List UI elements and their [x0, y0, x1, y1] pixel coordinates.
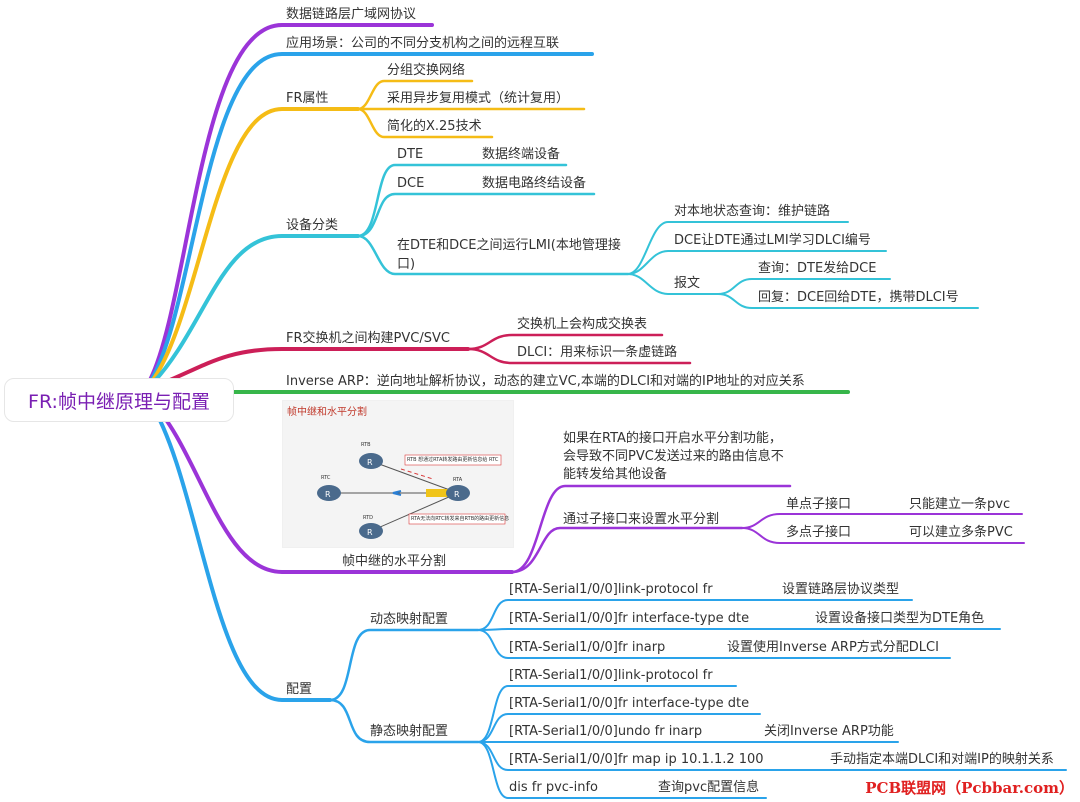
- st-cmd-3[interactable]: [RTA-Serial1/0/0]undo fr inarp: [509, 724, 703, 739]
- st-cmd-1[interactable]: [RTA-Serial1/0/0]link-protocol fr: [509, 668, 713, 683]
- st-cmd-5[interactable]: dis fr pvc-info: [509, 780, 598, 795]
- network-diagram: R R R R: [317, 453, 506, 539]
- router-rtd-icon: R: [359, 523, 383, 539]
- watermark: PCB联盟网（Pcbbar.com）: [865, 779, 1074, 797]
- branch-line-b2: [148, 52, 594, 384]
- topic-b1[interactable]: 数据链路层广域网协议: [286, 7, 417, 22]
- topic-fr-attr[interactable]: FR属性: [286, 91, 329, 106]
- dyn-desc-1[interactable]: 设置链路层协议类型: [782, 582, 900, 597]
- topic-lmi[interactable]: 在DTE和DCE之间运行LMI(本地管理接口): [397, 238, 621, 272]
- svg-text:R: R: [325, 490, 331, 499]
- topic-lmi-2[interactable]: DCE让DTE通过LMI学习DLCI编号: [674, 233, 871, 248]
- topic-device[interactable]: 设备分类: [286, 218, 339, 233]
- topic-mp-desc[interactable]: 可以建立多条PVC: [909, 525, 1013, 540]
- st-cmd-2[interactable]: [RTA-Serial1/0/0]fr interface-type dte: [509, 696, 750, 711]
- st-desc-3[interactable]: 关闭Inverse ARP功能: [764, 724, 894, 739]
- topic-p2p-desc[interactable]: 只能建立一条pvc: [909, 497, 1011, 512]
- topic-dte-desc[interactable]: 数据终端设备: [482, 147, 561, 162]
- topic-dce-desc[interactable]: 数据电路终结设备: [482, 176, 587, 191]
- root-topic[interactable]: FR:帧中继原理与配置: [4, 378, 234, 422]
- topic-split-note[interactable]: 如果在RTA的接口开启水平分割功能，会导致不同PVC发送过来的路由信息不能转发给…: [563, 431, 784, 482]
- branch-line-config: [148, 400, 332, 702]
- branch-line-split: [148, 398, 514, 574]
- topic-fr-attr-2[interactable]: 采用异步复用模式（统计复用）: [387, 91, 570, 106]
- st-cmd-4[interactable]: [RTA-Serial1/0/0]fr map ip 10.1.1.2 100: [509, 752, 764, 767]
- dyn-desc-3[interactable]: 设置使用Inverse ARP方式分配DLCI: [727, 640, 939, 655]
- figure-note-1: RTB 想通过RTA转发路由更新信息给 RTC: [407, 457, 499, 463]
- root-title: FR:帧中继原理与配置: [28, 390, 210, 413]
- topic-b2[interactable]: 应用场景：公司的不同分支机构之间的远程互联: [286, 36, 560, 51]
- topic-msg[interactable]: 报文: [674, 276, 701, 291]
- branch-line-b1: [148, 23, 434, 382]
- topic-config[interactable]: 配置: [286, 682, 313, 697]
- split-horizon-figure: 帧中继和水平分割 R R R R RTB RTC RTD RTA RTB 想通过…: [282, 400, 514, 548]
- label-rta: RTA: [453, 477, 463, 483]
- svg-text:R: R: [367, 528, 373, 537]
- label-rtd: RTD: [363, 515, 374, 521]
- st-desc-5[interactable]: 查询pvc配置信息: [658, 780, 760, 795]
- topic-pvc-1[interactable]: 交换机上会构成交换表: [517, 317, 648, 332]
- router-rta-icon: R: [446, 485, 470, 501]
- topic-fr-attr-1[interactable]: 分组交换网络: [387, 63, 466, 78]
- label-rtb: RTB: [361, 442, 371, 448]
- dyn-desc-2[interactable]: 设置设备接口类型为DTE角色: [815, 611, 985, 626]
- topic-pvc[interactable]: FR交换机之间构建PVC/SVC: [286, 331, 450, 346]
- topic-pvc-2[interactable]: DLCI：用来标识一条虚链路: [517, 345, 678, 360]
- topic-static[interactable]: 静态映射配置: [370, 724, 449, 739]
- topic-msg-2[interactable]: 回复：DCE回给DTE，携带DLCI号: [758, 290, 959, 305]
- topic-split[interactable]: 帧中继的水平分割: [342, 554, 447, 569]
- dyn-cmd-2[interactable]: [RTA-Serial1/0/0]fr interface-type dte: [509, 611, 750, 626]
- topic-fr-attr-3[interactable]: 简化的X.25技术: [387, 119, 482, 134]
- svg-text:R: R: [454, 490, 460, 499]
- topic-subif[interactable]: 通过子接口来设置水平分割: [563, 512, 720, 527]
- topic-lmi-1[interactable]: 对本地状态查询：维护链路: [674, 204, 831, 219]
- topic-mp[interactable]: 多点子接口: [786, 525, 852, 540]
- branch-line-fr-attr: [148, 107, 360, 386]
- svg-text:R: R: [367, 458, 373, 467]
- dyn-cmd-3[interactable]: [RTA-Serial1/0/0]fr inarp: [509, 640, 666, 655]
- router-rtb-icon: R: [359, 453, 383, 469]
- topic-dynamic[interactable]: 动态映射配置: [370, 612, 449, 627]
- st-desc-4[interactable]: 手动指定本端DLCI和对端IP的映射关系: [830, 752, 1054, 767]
- topic-inarp[interactable]: Inverse ARP：逆向地址解析协议，动态的建立VC,本端的DLCI和对端的…: [286, 374, 805, 389]
- figure-title: 帧中继和水平分割: [287, 407, 367, 418]
- figure-note-2: RTA无法向RTC转发来自RTB的路由更新信息: [411, 516, 510, 522]
- label-rtc: RTC: [321, 475, 331, 481]
- router-rtc-icon: R: [317, 485, 341, 501]
- branch-line-device: [148, 234, 360, 388]
- topic-dce[interactable]: DCE: [397, 176, 425, 191]
- dyn-cmd-1[interactable]: [RTA-Serial1/0/0]link-protocol fr: [509, 582, 713, 597]
- topic-dte[interactable]: DTE: [397, 147, 424, 162]
- topic-p2p[interactable]: 单点子接口: [786, 497, 852, 512]
- topic-msg-1[interactable]: 查询：DTE发给DCE: [758, 261, 877, 276]
